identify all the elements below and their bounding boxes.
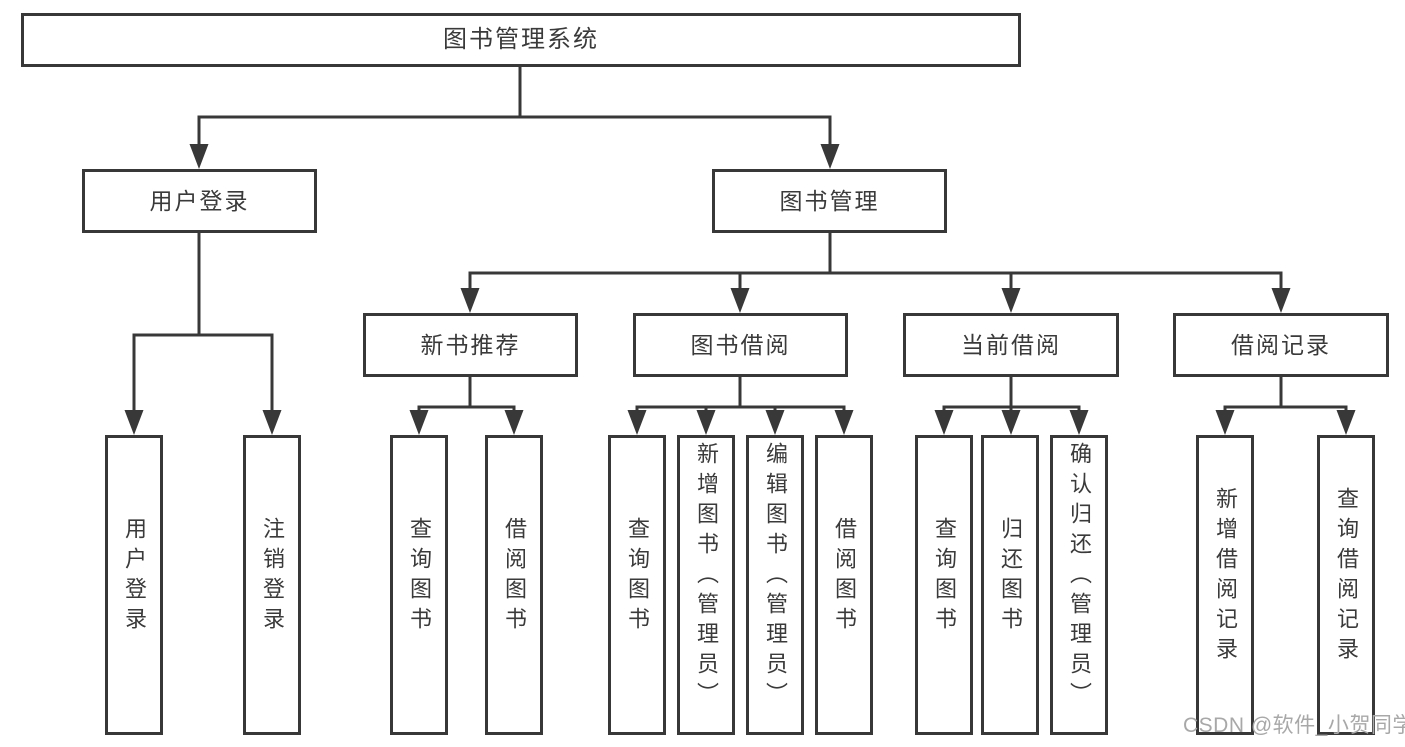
node-leaf-confirm-return-admin: 确认归还（管理员） [1050,435,1108,735]
node-current-borrowing: 当前借阅 [903,313,1119,377]
node-new-book-rec: 新书推荐 [363,313,578,377]
node-leaf-query-books-borrow: 查询图书 [608,435,666,735]
node-leaf-borrow-books-rec: 借阅图书 [485,435,543,735]
node-leaf-query-borrow-record: 查询借阅记录 [1317,435,1375,735]
arrowheads [124,144,1356,435]
connector-paths [132,65,1348,414]
node-book-mgmt: 图书管理 [712,169,947,233]
node-leaf-query-books-current: 查询图书 [915,435,973,735]
node-leaf-add-borrow-record: 新增借阅记录 [1196,435,1254,735]
node-leaf-borrow-books: 借阅图书 [815,435,873,735]
node-leaf-logout: 注销登录 [243,435,301,735]
node-user-login: 用户登录 [82,169,317,233]
node-book-borrowing: 图书借阅 [633,313,848,377]
node-leaf-add-book-admin: 新增图书（管理员） [677,435,735,735]
node-leaf-user-login: 用户登录 [105,435,163,735]
node-leaf-query-books-rec: 查询图书 [390,435,448,735]
node-leaf-return-books: 归还图书 [981,435,1039,735]
node-leaf-edit-book-admin: 编辑图书（管理员） [746,435,804,735]
node-root: 图书管理系统 [21,13,1021,67]
node-borrow-records: 借阅记录 [1173,313,1389,377]
watermark-text: CSDN @软件_小贺同学 [1183,714,1405,737]
